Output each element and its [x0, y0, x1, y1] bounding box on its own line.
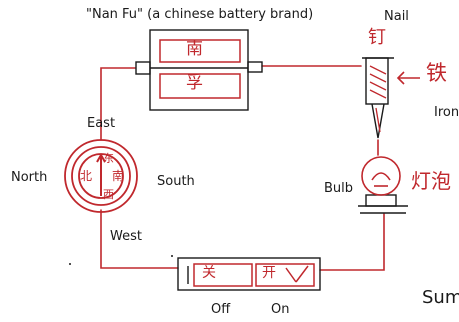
bulb-label: Bulb [324, 181, 354, 196]
battery-caption: "Nan Fu" (a chinese battery brand) [86, 7, 314, 22]
stray-dot [69, 263, 71, 265]
battery-bottom-char: 孚 [186, 73, 203, 93]
iron-arrow-icon [396, 71, 420, 85]
bulb-icon [358, 194, 408, 214]
wire-switch-to-bulb [319, 213, 385, 271]
south-label: South [157, 174, 195, 189]
compass-needle-icon [96, 152, 106, 196]
off-label: Off [211, 302, 231, 317]
nail-label: Nail [384, 9, 409, 24]
wire-compass-to-switch [100, 209, 179, 269]
compass-south-char: 南 [112, 169, 125, 183]
compass-west-char: 西 [103, 188, 114, 201]
iron-char: 铁 [426, 61, 447, 85]
bulb-char: 灯泡 [411, 169, 451, 193]
on-label: On [271, 302, 290, 317]
east-label: East [87, 116, 116, 131]
compass-north-char: 北 [80, 169, 93, 183]
west-label: West [110, 229, 142, 244]
switch-off-char: 关 [202, 265, 216, 281]
compass-east-char: 东 [103, 152, 114, 165]
north-label: North [11, 170, 48, 185]
sum-label: Sum [422, 287, 459, 308]
battery-top-char: 南 [186, 39, 203, 59]
wire-battery-to-compass [100, 67, 136, 141]
switch-on-char: 开 [262, 265, 276, 281]
nail-char: 钉 [368, 27, 386, 48]
stray-dot [171, 255, 173, 257]
switch-icon [177, 257, 321, 291]
battery-icon [135, 29, 263, 111]
nail-icon [362, 57, 394, 139]
iron-label: Iron [434, 105, 459, 120]
